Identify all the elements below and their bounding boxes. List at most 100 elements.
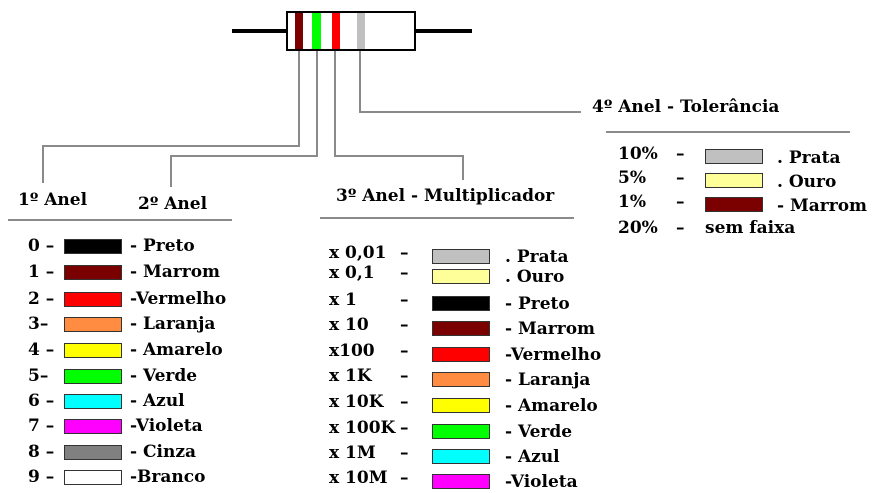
heading-ring1: 1º Anel (18, 190, 88, 210)
multiplier-value: x 10K (329, 392, 384, 412)
color-label: - Amarelo (130, 340, 223, 360)
resistor-band-4 (357, 13, 365, 49)
color-label: -Vermelho (505, 345, 602, 365)
connector-ring2-horizontal (170, 155, 318, 157)
divider-tolerance (606, 131, 850, 133)
multiplier-dash: – (400, 366, 409, 386)
color-label: - Verde (505, 422, 573, 442)
color-swatch (432, 347, 490, 362)
color-label: - Cinza (130, 442, 196, 462)
color-swatch (432, 321, 490, 336)
connector-ring2-drop (170, 155, 172, 187)
color-swatch (64, 292, 122, 307)
color-swatch (432, 372, 490, 387)
color-label: -Violeta (505, 472, 578, 492)
color-swatch (64, 317, 122, 332)
color-swatch (64, 470, 122, 485)
color-label: - Azul (505, 447, 560, 467)
color-label: - Amarelo (505, 396, 598, 416)
resistor-body (286, 11, 416, 51)
digit-value: 3– (28, 314, 49, 334)
connector-ring3-horizontal (334, 155, 464, 157)
resistor-lead-left (232, 29, 288, 33)
multiplier-value: x100 (329, 341, 375, 361)
tolerance-value: 10% (618, 144, 658, 164)
multiplier-dash: – (400, 468, 409, 488)
color-swatch (432, 474, 490, 489)
resistor-band-2 (312, 13, 321, 49)
color-label: - Laranja (505, 370, 591, 390)
color-label: - Marrom (130, 262, 221, 282)
multiplier-value: x 0,1 (329, 263, 375, 283)
color-swatch (64, 394, 122, 409)
tolerance-value: 5% (618, 168, 646, 188)
connector-ring4-vertical (359, 51, 361, 113)
multiplier-dash: – (400, 263, 409, 283)
heading-ring3: 3º Anel - Multiplicador (336, 186, 555, 206)
connector-ring1-drop (42, 145, 44, 183)
color-label: - Preto (130, 236, 195, 256)
color-swatch (705, 173, 763, 188)
color-label: . Ouro (777, 172, 837, 192)
digit-value: 2 – (28, 289, 55, 309)
connector-ring1-horizontal (42, 145, 300, 147)
color-label: . Prata (777, 148, 841, 168)
multiplier-dash: – (400, 418, 409, 438)
multiplier-value: x 1 (329, 290, 357, 310)
tolerance-dash: – (676, 168, 685, 188)
divider-multipliers (320, 217, 574, 219)
connector-ring3-drop (462, 155, 464, 180)
color-swatch (432, 296, 490, 311)
heading-ring2: 2º Anel (138, 194, 208, 214)
color-swatch (64, 239, 122, 254)
digit-value: 7 – (28, 416, 55, 436)
digit-value: 0 – (28, 236, 55, 256)
heading-ring4: 4º Anel - Tolerância (592, 97, 780, 117)
color-label: - Marrom (505, 319, 596, 339)
digit-value: 8 – (28, 442, 55, 462)
color-label: -Violeta (130, 416, 203, 436)
multiplier-dash: – (400, 290, 409, 310)
tolerance-dash: – (676, 218, 685, 238)
digit-value: 6 – (28, 391, 55, 411)
color-swatch (432, 398, 490, 413)
multiplier-value: x 0,01 (329, 243, 387, 263)
digit-value: 4 – (28, 340, 55, 360)
color-swatch (64, 265, 122, 280)
connector-ring4-horizontal (359, 111, 581, 113)
resistor-lead-right (416, 29, 472, 33)
color-swatch (432, 449, 490, 464)
color-label: -Branco (130, 467, 206, 487)
color-label: . Prata (505, 247, 569, 267)
multiplier-dash: – (400, 443, 409, 463)
color-swatch (64, 445, 122, 460)
color-label: - Laranja (130, 314, 216, 334)
color-swatch (432, 269, 490, 284)
color-label: sem faixa (705, 218, 796, 238)
connector-ring1-vertical (298, 51, 300, 146)
color-label: - Preto (505, 294, 570, 314)
color-swatch (64, 419, 122, 434)
color-label: - Verde (130, 366, 198, 386)
color-swatch (705, 197, 763, 212)
connector-ring3-vertical (334, 51, 336, 157)
connector-ring2-vertical (316, 51, 318, 157)
digit-value: 5– (28, 366, 49, 386)
color-swatch (432, 249, 490, 264)
tolerance-dash: – (676, 144, 685, 164)
color-swatch (705, 149, 763, 164)
color-swatch (64, 343, 122, 358)
color-label: . Ouro (505, 267, 565, 287)
resistor-band-3 (332, 13, 340, 49)
multiplier-value: x 1K (329, 366, 372, 386)
multiplier-value: x 10M (329, 468, 388, 488)
multiplier-value: x 1M (329, 443, 376, 463)
digit-value: 1 – (28, 262, 55, 282)
multiplier-value: x 10 (329, 315, 369, 335)
tolerance-dash: – (676, 192, 685, 212)
divider-digits (8, 219, 232, 221)
multiplier-dash: – (400, 392, 409, 412)
multiplier-dash: – (400, 341, 409, 361)
digit-value: 9 – (28, 467, 55, 487)
color-label: - Marrom (777, 196, 868, 216)
